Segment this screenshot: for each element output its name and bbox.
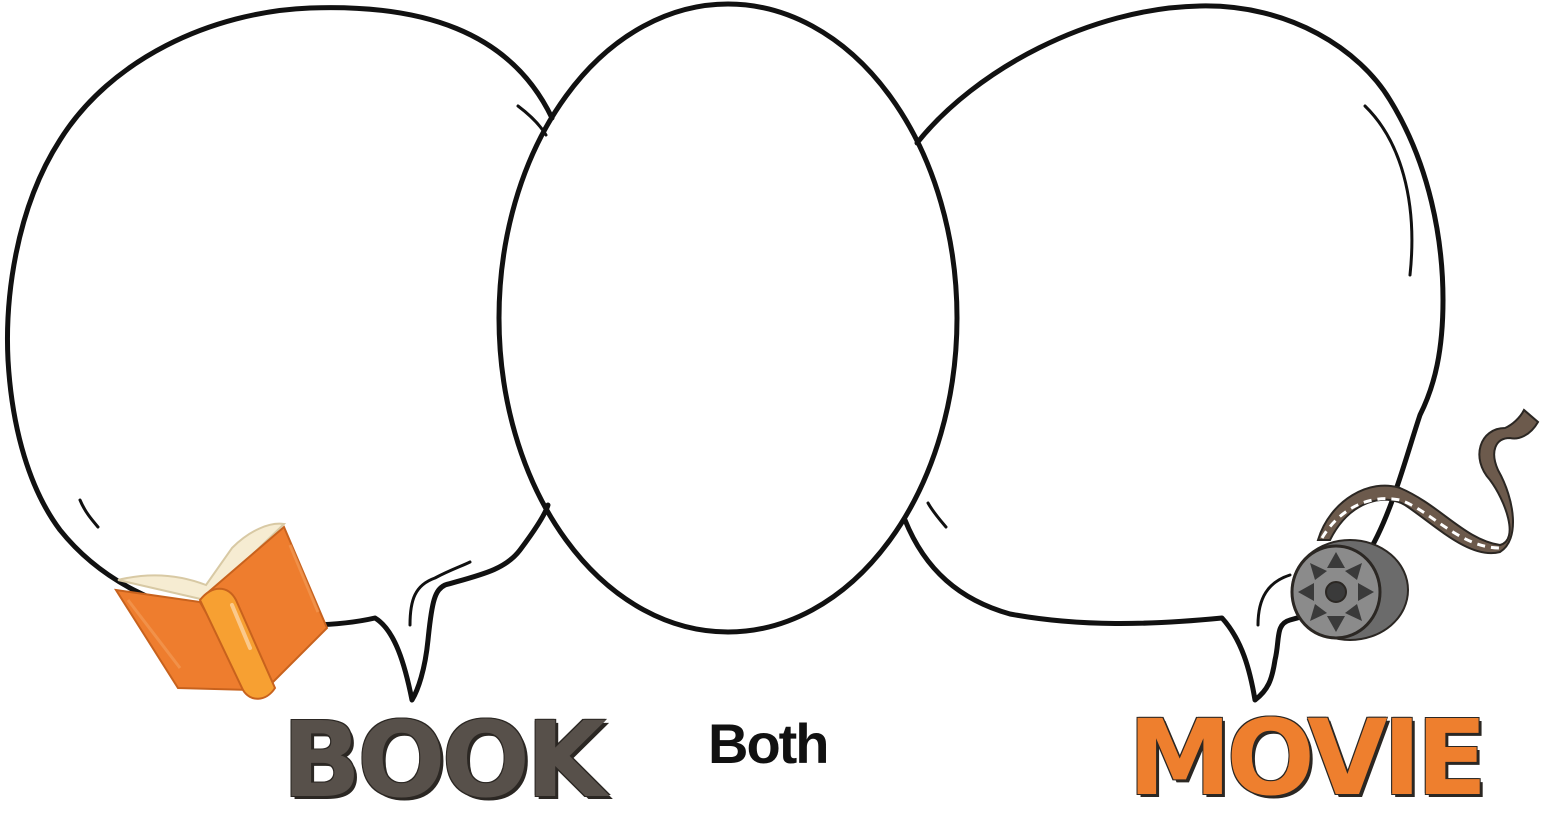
open-book-icon xyxy=(113,522,329,700)
movie-bubble xyxy=(902,3,1446,703)
book-label: BOOK xyxy=(282,699,607,821)
film-reel-icon xyxy=(1290,408,1540,641)
both-oval xyxy=(496,1,960,635)
movie-label: MOVIE xyxy=(1128,697,1487,819)
both-label: Both xyxy=(708,712,830,775)
book-bubble xyxy=(5,5,555,703)
